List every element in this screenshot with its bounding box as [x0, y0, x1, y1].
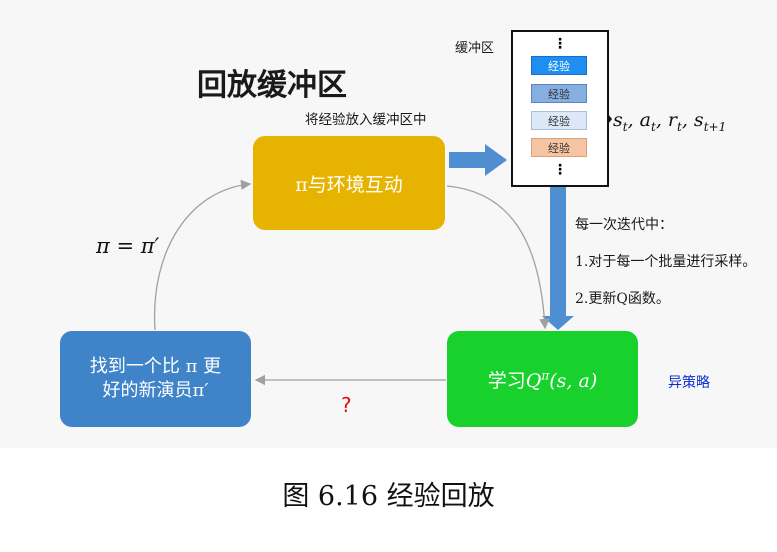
off-policy-label: 异策略: [668, 375, 710, 391]
question-mark: ?: [341, 393, 352, 417]
diagram-title: 回放缓冲区: [197, 68, 347, 103]
buffer-item: 经验: [531, 56, 587, 75]
buffer-item: 经验: [531, 138, 587, 157]
loop-step-sample: 1.对于每一个批量进行采样。: [575, 254, 757, 270]
find-actor-line2: 好的新演员π′: [102, 380, 209, 401]
buffer-item: 经验: [531, 84, 587, 103]
buffer-label: 缓冲区: [455, 41, 495, 56]
buffer-dots-top: ⋮: [553, 36, 567, 52]
arrow-env-to-buffer: [449, 144, 507, 176]
loop-title: 每一次迭代中：: [575, 217, 673, 233]
find-actor-line1: 找到一个比 π 更: [89, 355, 222, 377]
transition-tuple: st, at, rt, st+1: [613, 109, 727, 134]
arrow-env-to-learn: [446, 185, 550, 330]
arrow-buffer-to-learn: [542, 186, 574, 330]
put-into-buffer-label: 将经验放入缓冲区中: [305, 112, 427, 128]
buffer-item: 经验: [531, 111, 587, 130]
figure-caption: 图 6.16 经验回放: [282, 481, 495, 512]
find-better-actor-box: 找到一个比 π 更 好的新演员π′: [60, 331, 251, 427]
policy-update-label: π = π′: [96, 234, 160, 258]
arrow-find-to-env: [153, 179, 252, 331]
interact-with-env-box: π与环境互动: [253, 136, 445, 230]
buffer-dots-bottom: ⋮: [553, 162, 567, 178]
loop-step-update: 2.更新Q函数。: [575, 291, 670, 307]
learn-q-function-box: 学习Qπ(s, a): [447, 331, 638, 427]
replay-buffer: ⋮ 经验 经验 经验 经验 ⋮: [511, 30, 609, 187]
